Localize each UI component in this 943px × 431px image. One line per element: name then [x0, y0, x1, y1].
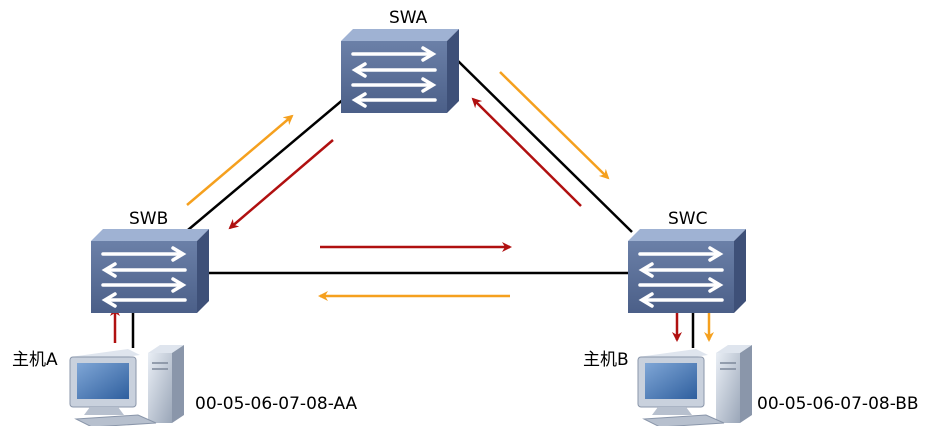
arrow-orange-swa-to-swc [499, 71, 610, 180]
mac-address-a: 00-05-06-07-08-AA [195, 394, 358, 414]
host-label-a: 主机A [12, 350, 58, 370]
link-swa-swc [454, 57, 633, 233]
switch-icon [341, 29, 459, 113]
host-b [637, 345, 752, 428]
arrow-orange-swb-to-swa [186, 114, 294, 206]
switch-label-swc: SWC [668, 209, 708, 229]
traffic-arrows [110, 71, 714, 343]
switch-swa [341, 29, 459, 113]
switch-label-swa: SWA [389, 8, 428, 28]
links [131, 57, 695, 348]
switch-icon [91, 229, 209, 313]
link-swa-swb [181, 97, 346, 236]
computer-icon [637, 345, 752, 428]
host-a [69, 345, 184, 428]
switch-label-swb: SWB [129, 209, 169, 229]
switch-icon [628, 229, 746, 313]
computer-icon [69, 345, 184, 428]
arrow-red-swa-to-swb [228, 139, 334, 230]
switch-swc [628, 229, 746, 313]
switch-swb [91, 229, 209, 313]
mac-address-b: 00-05-06-07-08-BB [757, 394, 919, 414]
arrow-red-swc-to-swa [471, 97, 582, 207]
host-label-b: 主机B [583, 350, 629, 370]
